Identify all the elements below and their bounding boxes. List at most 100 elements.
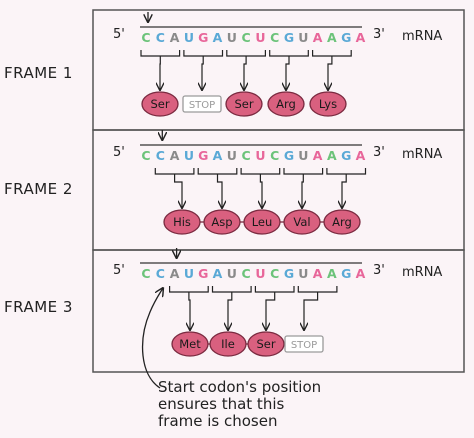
mrna-base: A <box>213 30 223 45</box>
mrna-base: U <box>298 30 308 45</box>
mrna-base: A <box>170 266 180 281</box>
amino-acid-label: Lys <box>319 97 337 111</box>
caption-line-2: ensures that this <box>158 395 285 413</box>
amino-acid-label: Arg <box>332 215 352 229</box>
amino-acid-label: Ser <box>150 97 169 111</box>
mrna-base: G <box>284 266 294 281</box>
amino-acid-pill <box>267 91 305 117</box>
mrna-base: A <box>313 30 323 45</box>
three-prime-label: 3' <box>373 27 385 42</box>
mrna-base: C <box>141 30 150 45</box>
codon-bracket <box>169 286 209 293</box>
codon-bracket <box>283 168 324 175</box>
mrna-base: U <box>227 266 237 281</box>
caption-pointer-arrow <box>141 288 163 389</box>
frame-panel-3 <box>92 249 465 373</box>
mrna-base: A <box>170 30 180 45</box>
mrna-label: mRNA <box>402 265 442 280</box>
mrna-base: G <box>198 148 208 163</box>
mrna-base: U <box>255 30 265 45</box>
amino-acid-label: His <box>173 215 191 229</box>
mrna-base: U <box>184 266 194 281</box>
mrna-base: C <box>156 148 165 163</box>
mrna-base: G <box>341 30 351 45</box>
mrna-base: C <box>242 148 251 163</box>
mrna-base: A <box>170 148 180 163</box>
mrna-base: C <box>270 148 279 163</box>
frame-label-1: FRAME 1 <box>4 64 73 82</box>
amino-acid-label: Asp <box>211 215 232 229</box>
codon-arrow <box>302 174 303 208</box>
codon-bracket <box>240 168 281 175</box>
amino-acid-pill <box>225 91 263 117</box>
mrna-label: mRNA <box>402 147 442 162</box>
mrna-base: U <box>227 148 237 163</box>
mrna-base: A <box>327 266 337 281</box>
mrna-base: U <box>184 30 194 45</box>
mrna-base: A <box>356 30 366 45</box>
caption-line-1: Start codon's position <box>158 378 322 396</box>
mrna-label: mRNA <box>402 29 442 44</box>
mrna-base: C <box>141 148 150 163</box>
mrna-base: C <box>242 266 251 281</box>
start-codon-caption: Start codon's position ensures that this… <box>158 379 321 430</box>
mrna-base: A <box>356 148 366 163</box>
mrna-base: U <box>227 30 237 45</box>
stop-label: STOP <box>291 340 317 351</box>
codon-bracket <box>312 50 352 57</box>
mrna-base: G <box>284 148 294 163</box>
five-prime-label: 5' <box>113 27 125 42</box>
frame-label-3: FRAME 3 <box>4 298 73 316</box>
three-prime-label: 3' <box>373 263 385 278</box>
codon-arrow <box>202 56 203 90</box>
mrna-base: C <box>242 30 251 45</box>
codon-arrow <box>174 174 182 208</box>
codon-arrow <box>260 174 262 208</box>
amino-acid-label: Ser <box>234 97 253 111</box>
codon-arrow <box>342 174 347 208</box>
mrna-base: C <box>156 30 165 45</box>
amino-acid-label: Ile <box>221 337 235 351</box>
amino-acid-pill <box>247 331 285 357</box>
codon-bracket <box>211 286 252 293</box>
codon-bracket <box>326 168 367 175</box>
stop-box <box>284 335 324 353</box>
mrna-base: U <box>298 148 308 163</box>
mrna-base: G <box>284 30 294 45</box>
mrna-base: A <box>327 30 337 45</box>
amino-acid-label: Arg <box>276 97 296 111</box>
mrna-base: U <box>255 266 265 281</box>
mrna-base: G <box>198 30 208 45</box>
codon-arrow <box>304 292 319 330</box>
amino-acid-pill <box>323 209 361 235</box>
mrna-base: G <box>341 148 351 163</box>
mrna-base: U <box>184 148 194 163</box>
mrna-base: G <box>198 266 208 281</box>
mrna-base: A <box>313 148 323 163</box>
codon-bracket <box>297 286 338 293</box>
frame-label-2: FRAME 2 <box>4 180 73 198</box>
amino-acid-label: Leu <box>252 215 273 229</box>
codon-arrow <box>244 56 246 90</box>
stop-box <box>182 95 222 113</box>
codon-arrow <box>228 292 233 330</box>
codon-bracket <box>269 50 309 57</box>
codon-bracket <box>254 286 295 293</box>
mrna-base: G <box>341 266 351 281</box>
amino-acid-pill <box>141 91 179 117</box>
mrna-base: A <box>327 148 337 163</box>
codon-arrow <box>286 56 289 90</box>
mrna-base: C <box>141 266 150 281</box>
mrna-base: C <box>270 30 279 45</box>
mrna-base: C <box>156 266 165 281</box>
mrna-base: A <box>356 266 366 281</box>
stop-label: STOP <box>189 100 215 111</box>
codon-bracket <box>183 50 224 57</box>
codon-bracket <box>154 168 195 175</box>
mrna-base: U <box>298 266 308 281</box>
mrna-base: C <box>270 266 279 281</box>
codon-bracket <box>226 50 266 57</box>
